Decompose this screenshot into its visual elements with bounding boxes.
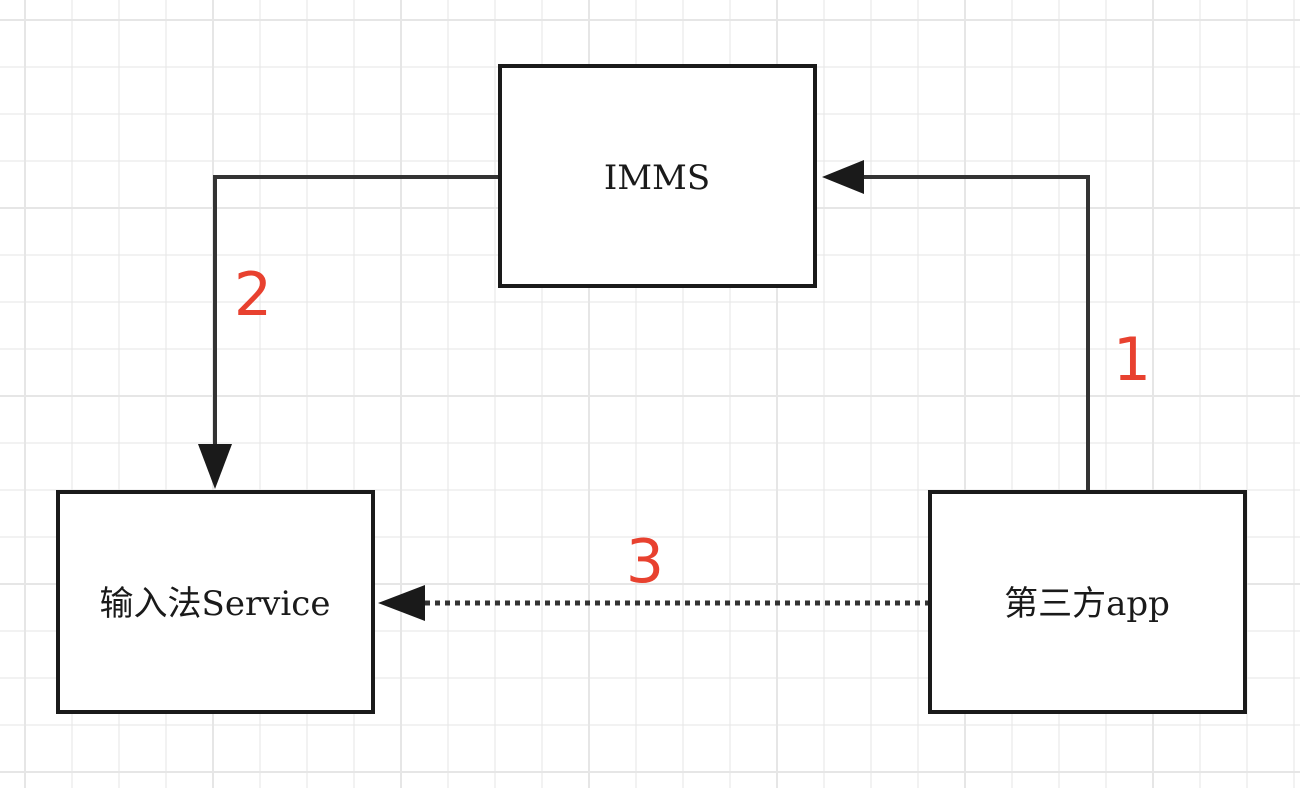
third-party-app-box bbox=[928, 490, 1247, 714]
edge-app-to-imms bbox=[858, 175, 1090, 492]
edge-imms-to-ime-service bbox=[213, 175, 500, 448]
step-number-2: 2 bbox=[234, 260, 272, 330]
imms-label: IMMS bbox=[604, 158, 710, 198]
ime-service-label: 输入法Service bbox=[100, 584, 331, 624]
arrowhead-to-ime-service-left bbox=[378, 585, 425, 621]
arrowhead-to-ime-service-down bbox=[198, 444, 232, 489]
step-number-3: 3 bbox=[626, 527, 664, 597]
arrowhead-to-imms bbox=[822, 160, 864, 194]
ime-service-box bbox=[56, 490, 375, 714]
step-number-1: 1 bbox=[1113, 325, 1151, 395]
third-party-app-label: 第三方app bbox=[1004, 584, 1170, 624]
imms-box bbox=[498, 64, 817, 288]
